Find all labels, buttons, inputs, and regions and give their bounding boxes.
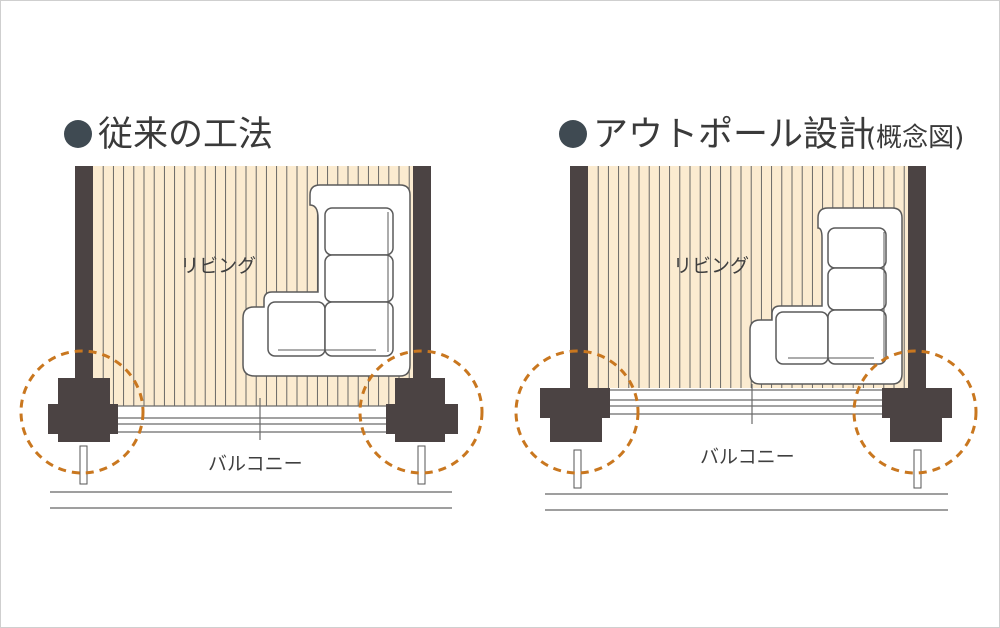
right-railing-post-left bbox=[573, 449, 582, 489]
left-highlight-circle-right bbox=[358, 349, 484, 475]
right-highlight-circle-left bbox=[514, 349, 640, 475]
left-balcony-label: バルコニー bbox=[208, 453, 303, 475]
right-title: アウトポール設計 bbox=[593, 115, 873, 155]
right-diagram: アウトポール設計 (概念図) リビング bbox=[514, 115, 978, 511]
right-wall-left bbox=[570, 166, 588, 390]
right-living-label: リビング bbox=[673, 255, 749, 277]
right-balcony-label: バルコニー bbox=[700, 446, 795, 468]
right-title-suffix: (概念図) bbox=[866, 123, 964, 153]
left-title-bullet-icon bbox=[64, 120, 92, 148]
left-window-sash bbox=[112, 398, 395, 440]
left-railing-post-right bbox=[417, 445, 426, 485]
right-wall-right bbox=[908, 166, 926, 390]
left-sofa-icon bbox=[242, 184, 411, 377]
left-title: 従来の工法 bbox=[98, 115, 273, 155]
left-pillar-left bbox=[48, 378, 118, 442]
left-diagram: 従来の工法 リビング bbox=[19, 115, 484, 509]
left-highlight-circle-left bbox=[19, 349, 145, 475]
right-pillar-left bbox=[540, 388, 610, 442]
right-sofa-icon bbox=[749, 207, 903, 385]
right-window-sash bbox=[606, 384, 888, 424]
right-title-bullet-icon bbox=[559, 120, 587, 148]
left-railing-post-left bbox=[79, 445, 88, 485]
left-pillar-right bbox=[386, 378, 458, 442]
right-pillar-right bbox=[882, 388, 952, 442]
left-wall-right bbox=[413, 166, 431, 381]
right-railing-post-right bbox=[913, 449, 922, 489]
left-wall-left bbox=[75, 166, 93, 381]
left-living-label: リビング bbox=[180, 255, 256, 277]
right-highlight-circle-right bbox=[852, 349, 978, 475]
